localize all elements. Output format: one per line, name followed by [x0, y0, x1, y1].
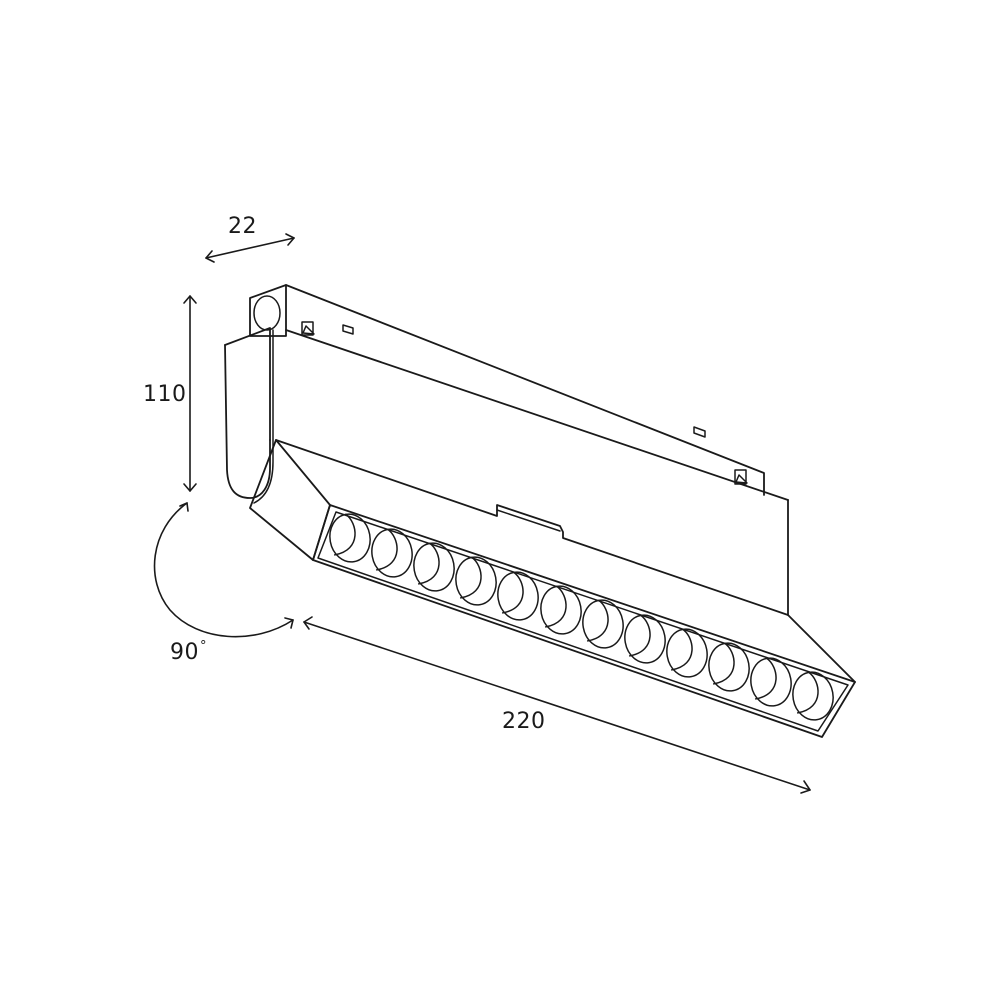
light-head [249, 439, 856, 738]
lens [624, 614, 666, 664]
length-dimension-label: 220 [502, 709, 546, 734]
lens-array [329, 513, 834, 721]
lens [666, 628, 708, 678]
width-dimension-label: 22 [228, 214, 257, 239]
rotation-angle-value: 90 [170, 640, 199, 665]
lens [413, 542, 455, 592]
rotation-angle-label: 90° [170, 639, 207, 665]
track-adapter [249, 284, 789, 501]
lens [750, 657, 792, 707]
lens [708, 642, 750, 692]
degree-symbol: ° [200, 639, 207, 654]
height-dimension-label: 110 [143, 382, 187, 407]
lens [329, 513, 371, 563]
lens [497, 571, 539, 621]
dimension-length-arrow [303, 616, 811, 794]
dimension-width-arrow [205, 233, 295, 263]
lens [582, 599, 624, 649]
dimension-height-arrow [183, 295, 197, 492]
lens [792, 671, 834, 721]
lens [540, 585, 582, 635]
main-housing [224, 327, 789, 616]
lens [371, 528, 413, 578]
lens [455, 556, 497, 606]
rotation-arc-arrow [153, 502, 294, 638]
